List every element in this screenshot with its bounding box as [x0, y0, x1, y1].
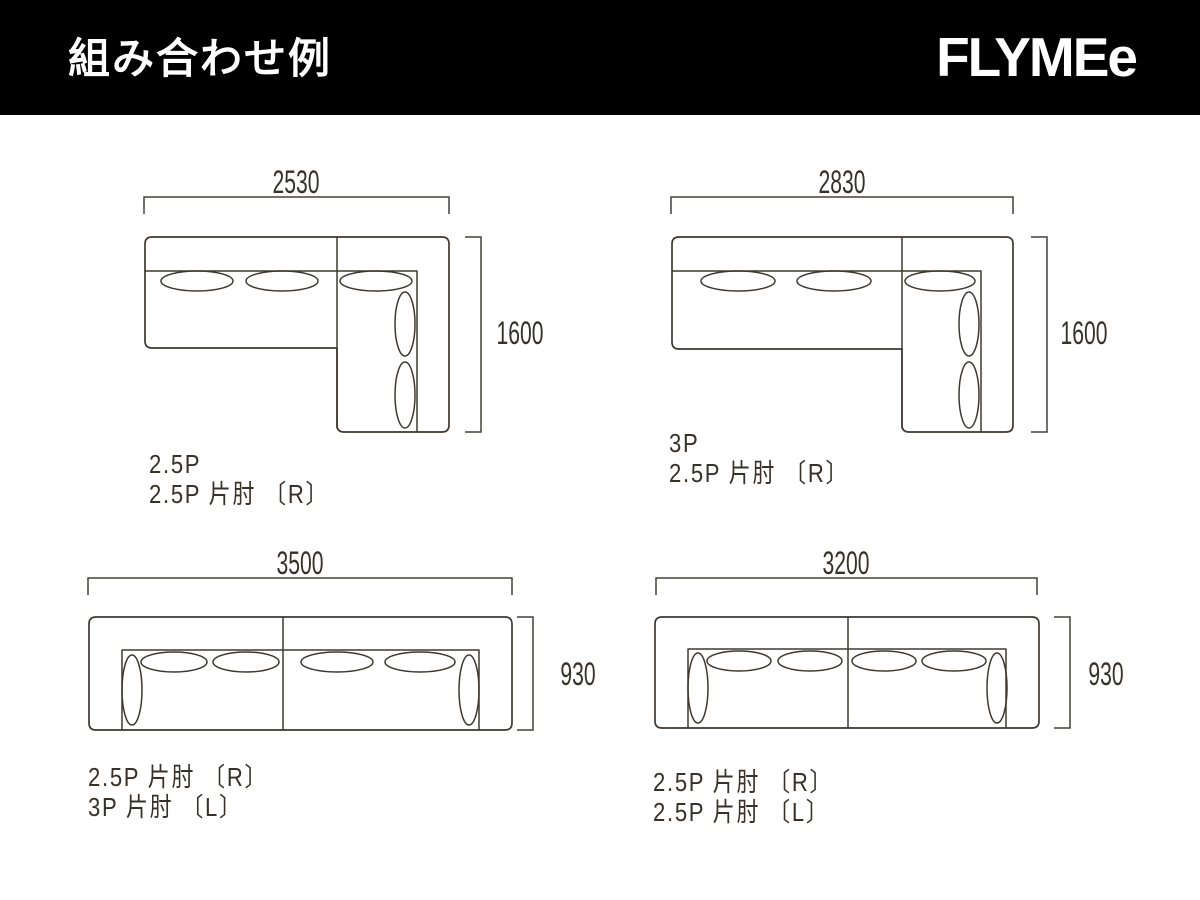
depth-dimension-value: 1600: [497, 314, 544, 351]
width-dimension-bracket: [87, 577, 513, 595]
depth-dimension-bracket: [517, 616, 534, 731]
depth-dimension-value: 1600: [1061, 314, 1108, 351]
width-dimension-value: 2530: [273, 163, 320, 200]
combo-label-line1: 2.5P: [149, 450, 201, 479]
depth-dimension-value: 930: [1088, 655, 1123, 692]
sofa-outline: [144, 236, 450, 433]
seat-cushion: [700, 270, 776, 292]
seat-cushion: [958, 291, 980, 357]
backrest-armrest-line: [144, 270, 418, 433]
width-dimension-bracket: [143, 196, 450, 214]
seat-cushion: [958, 361, 980, 429]
armrest-cushion: [121, 654, 143, 726]
seat-cushion: [160, 270, 234, 292]
seat-cushion: [212, 651, 280, 673]
combo-label-line2: 2.5P 片肘 〔R〕: [149, 480, 329, 509]
diagram-top-right: 2830 1600 3P 2.5P 片肘 〔R〕: [669, 163, 1107, 488]
header-bar: 組み合わせ例 FLYMEe: [0, 0, 1200, 115]
sofa-outline: [654, 616, 1040, 729]
combo-label-line1: 3P: [669, 429, 699, 458]
diagram-bottom-left: 3500 930 2.5P 片肘 〔R〕 3P 片肘 〔L〕: [87, 544, 596, 822]
diagram-bottom-right: 3200 930 2.5P 片肘 〔R〕 2.5P 片肘 〔L〕: [653, 544, 1124, 827]
seat-cushion: [904, 270, 976, 292]
brand-logo: FLYMEe: [936, 26, 1138, 88]
combo-label-line2: 2.5P 片肘 〔L〕: [653, 798, 830, 827]
seat-cushion: [394, 361, 416, 429]
seat-cushion: [851, 650, 917, 672]
seat-cushion: [245, 270, 319, 292]
depth-dimension-value: 930: [560, 655, 595, 692]
armrest-cushion: [986, 652, 1008, 724]
combo-label-line2: 3P 片肘 〔L〕: [88, 793, 243, 822]
armrest-cushion: [458, 654, 480, 726]
diagram-top-left: 2530 1600 2.5P 2.5P 片肘 〔R〕: [143, 163, 544, 509]
combo-label-line1: 2.5P 片肘 〔R〕: [653, 768, 833, 797]
armrest-cushion: [687, 652, 709, 724]
depth-dimension-bracket: [1031, 236, 1048, 433]
width-dimension-value: 3500: [277, 544, 324, 581]
sofa-outline: [671, 236, 1014, 433]
page-title: 組み合わせ例: [68, 34, 333, 82]
seat-cushion: [777, 650, 843, 672]
width-dimension-bracket: [670, 196, 1014, 214]
seat-cushion: [921, 650, 987, 672]
seat-cushion: [140, 651, 208, 673]
seat-cushion: [384, 651, 456, 673]
width-dimension-bracket: [655, 577, 1038, 595]
combo-label-line2: 2.5P 片肘 〔R〕: [669, 459, 849, 488]
depth-dimension-bracket: [1054, 616, 1071, 729]
seat-cushion: [300, 651, 374, 673]
seat-cushion: [796, 270, 872, 292]
backrest-armrest-line: [687, 648, 1007, 729]
width-dimension-value: 3200: [823, 544, 870, 581]
combo-label-line1: 2.5P 片肘 〔R〕: [88, 763, 268, 792]
seat-cushion: [394, 291, 416, 357]
depth-dimension-bracket: [465, 236, 482, 433]
backrest-armrest-line: [671, 270, 982, 433]
sofa-outline: [88, 616, 513, 731]
width-dimension-value: 2830: [819, 163, 866, 200]
seat-cushion: [706, 650, 772, 672]
seat-cushion: [339, 270, 413, 292]
